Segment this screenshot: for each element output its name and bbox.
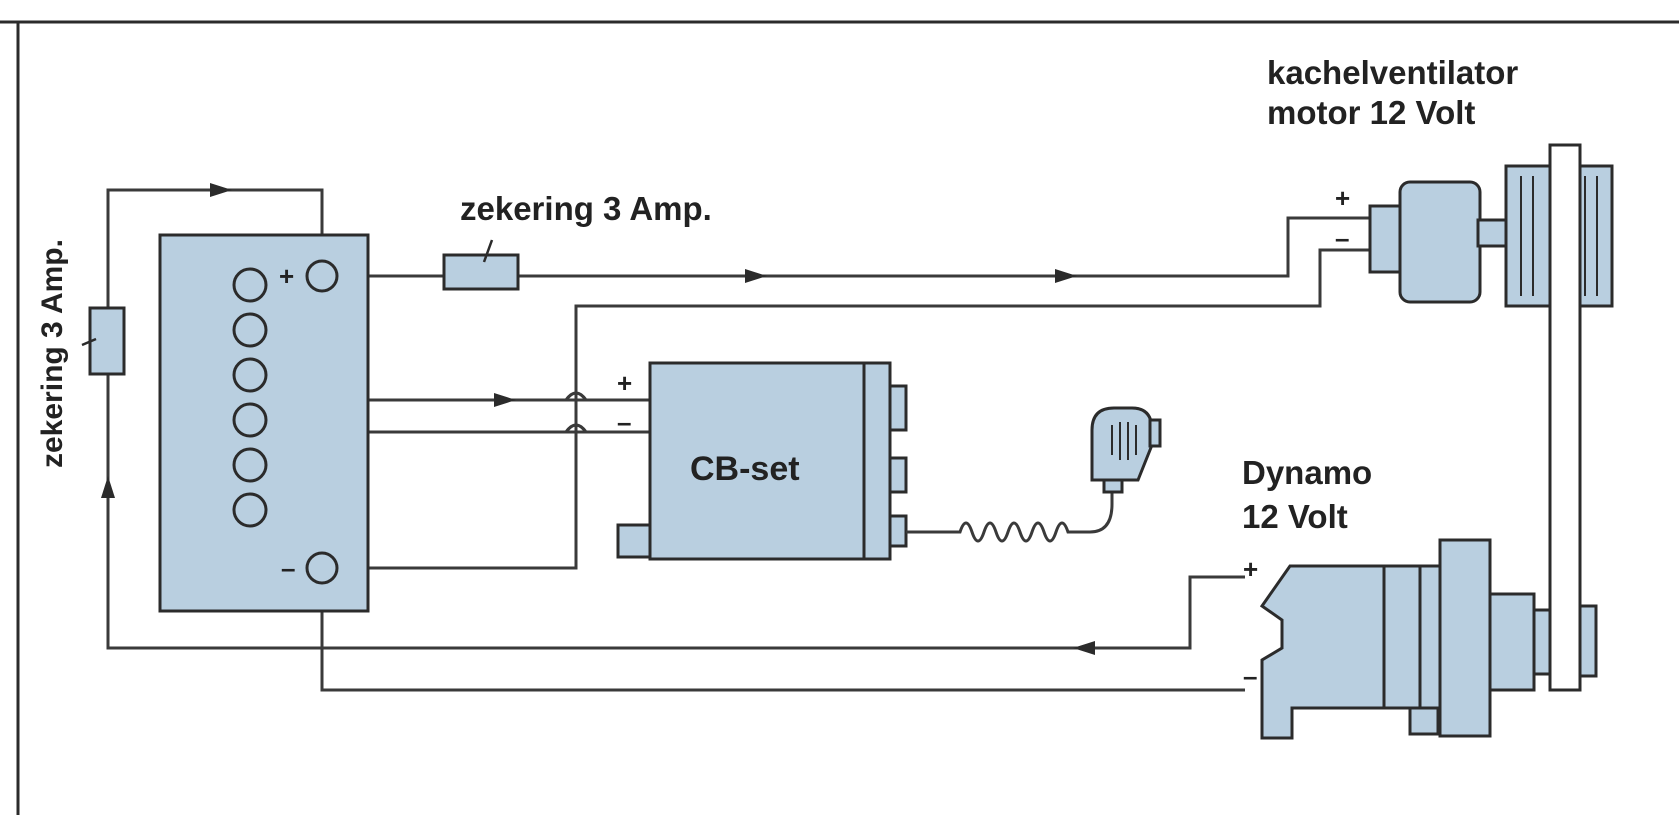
wire-heater-minus-return <box>322 248 1370 570</box>
fuse-top-body <box>442 253 520 291</box>
cb-plus-sign: + <box>617 368 632 398</box>
cb-set-label: CB-set <box>690 450 800 488</box>
dynamo-label-line1: Dynamo <box>1242 454 1372 491</box>
cb-minus-sign: – <box>617 407 631 437</box>
dynamo-flange <box>1438 538 1492 738</box>
drive-belt <box>1548 143 1582 692</box>
microphone <box>906 406 1162 543</box>
heater-label-line1: kachelventilator <box>1267 54 1518 91</box>
fuse-top-label: zekering 3 Amp. <box>460 190 712 227</box>
battery-plus-sign: + <box>279 261 294 291</box>
cb-set-body <box>648 361 892 561</box>
wire-left-loop <box>106 188 1245 650</box>
dynamo-label-line2: 12 Volt <box>1242 498 1348 535</box>
arrow-top-left <box>210 183 232 197</box>
mic-cord <box>906 488 1114 543</box>
heater-minus-sign: – <box>1335 223 1349 253</box>
wire-battery-minus-dynamo <box>320 568 1245 692</box>
arrow-left-up <box>101 476 115 498</box>
mic-head <box>1090 406 1154 482</box>
cb-set: CB-set + – <box>616 361 908 561</box>
crossing-hop-2b <box>564 423 588 433</box>
arrow-mid-1 <box>745 269 767 283</box>
cb-knob <box>616 523 654 559</box>
fuse-left <box>81 306 126 376</box>
arrows <box>101 183 1095 655</box>
heater-motor-body <box>1398 180 1482 304</box>
battery-body <box>158 233 370 613</box>
dynamo-minus-sign: – <box>1243 661 1257 691</box>
battery-plus-terminal <box>305 259 339 293</box>
dynamo-plus-sign: + <box>1243 554 1258 584</box>
crossing-hop-1b <box>564 391 588 401</box>
fuse-left-label: zekering 3 Amp. <box>36 239 69 468</box>
wire-battery-plus-heater <box>322 216 1370 278</box>
heater-label-line2: motor 12 Volt <box>1267 94 1475 131</box>
fuse-left-body <box>88 306 126 376</box>
battery-minus-sign: – <box>281 553 295 583</box>
battery-minus-terminal <box>305 551 339 585</box>
dynamo: + – <box>1243 538 1598 740</box>
battery: + – <box>158 233 370 613</box>
heater-plus-sign: + <box>1335 183 1350 213</box>
arrow-bottom-return <box>1073 641 1095 655</box>
frame <box>0 20 1679 815</box>
arrow-mid-2 <box>1055 269 1077 283</box>
wire-battery-plus-cb <box>320 276 650 402</box>
dynamo-body <box>1259 564 1442 740</box>
arrow-cb-plus <box>494 393 516 407</box>
fuse-top <box>442 239 520 291</box>
wire-cb-minus <box>320 430 650 568</box>
